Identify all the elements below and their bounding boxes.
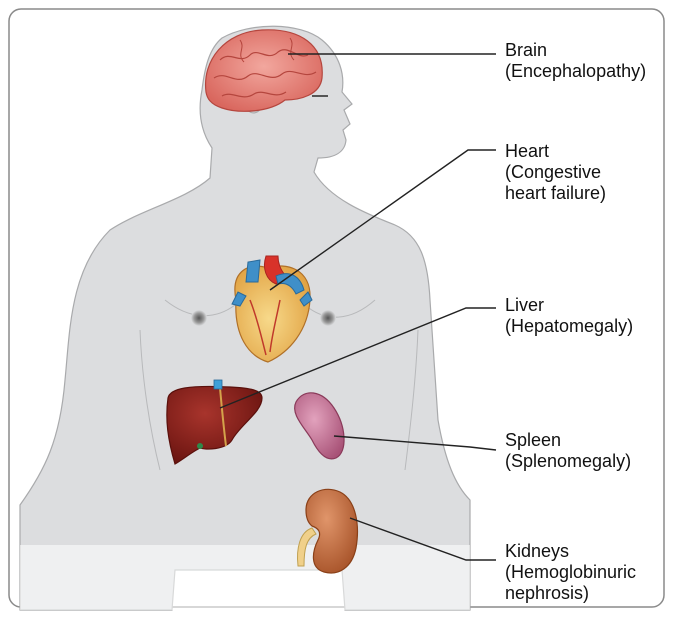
label-liver: Liver (Hepatomegaly) xyxy=(505,295,633,337)
label-spleen: Spleen (Splenomegaly) xyxy=(505,430,631,472)
label-brain: Brain (Encephalopathy) xyxy=(505,40,646,82)
label-spleen-name: Spleen xyxy=(505,430,631,451)
label-kidneys-condition-line1: (Hemoglobinuric xyxy=(505,562,636,583)
left-nipple xyxy=(191,310,207,326)
label-heart: Heart (Congestive heart failure) xyxy=(505,141,606,204)
label-kidneys-name: Kidneys xyxy=(505,541,636,562)
label-heart-condition-line2: heart failure) xyxy=(505,183,606,204)
label-liver-name: Liver xyxy=(505,295,633,316)
label-kidneys-condition-line2: nephrosis) xyxy=(505,583,636,604)
label-heart-name: Heart xyxy=(505,141,606,162)
right-nipple xyxy=(320,310,336,326)
label-liver-condition: (Hepatomegaly) xyxy=(505,316,633,337)
label-spleen-condition: (Splenomegaly) xyxy=(505,451,631,472)
label-brain-condition: (Encephalopathy) xyxy=(505,61,646,82)
label-kidneys: Kidneys (Hemoglobinuric nephrosis) xyxy=(505,541,636,604)
label-brain-name: Brain xyxy=(505,40,646,61)
label-heart-condition-line1: (Congestive xyxy=(505,162,606,183)
